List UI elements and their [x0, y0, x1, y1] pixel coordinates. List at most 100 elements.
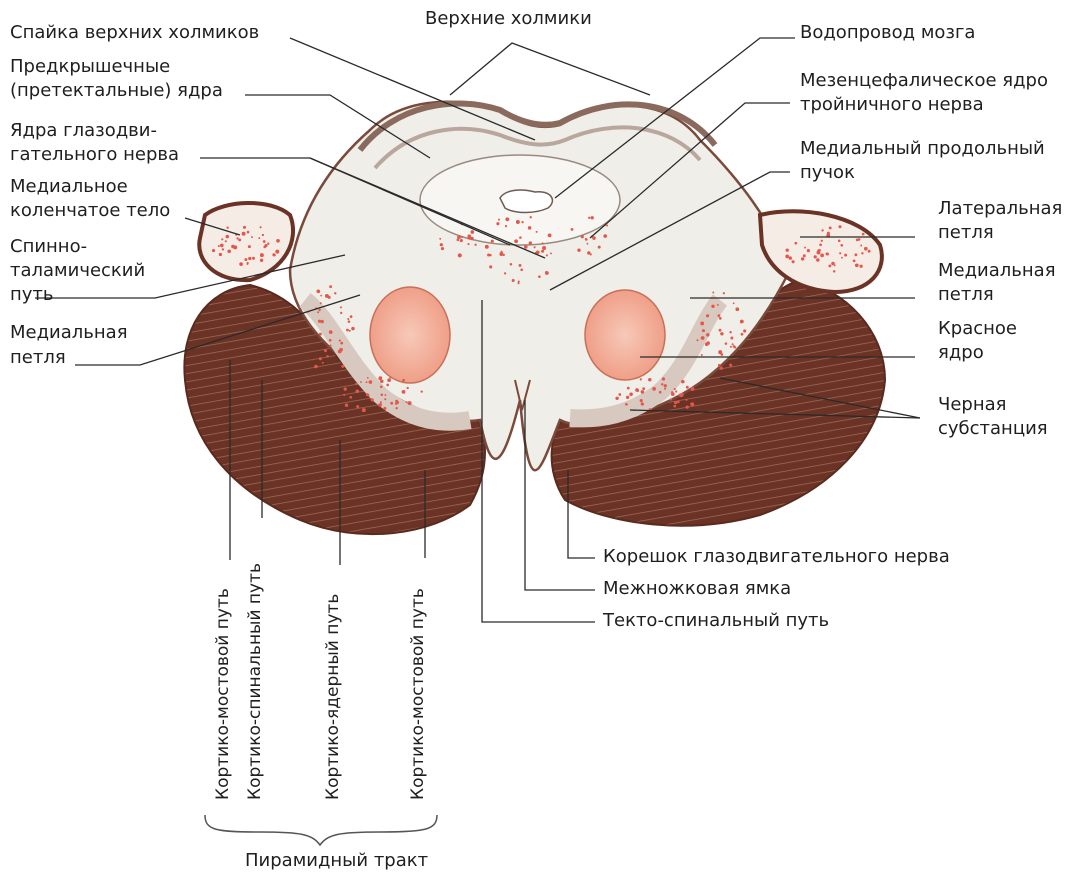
red-dot [814, 255, 817, 258]
red-dot [794, 242, 797, 245]
red-dot [674, 401, 677, 404]
red-dot [384, 398, 386, 400]
red-dot [730, 337, 733, 340]
red-dot [421, 390, 423, 392]
red-dot [356, 390, 360, 394]
red-dot [498, 219, 500, 221]
red-dot [680, 393, 684, 397]
red-dot [402, 390, 406, 394]
red-dot [349, 330, 351, 332]
red-dot [260, 226, 262, 228]
red-dot [741, 333, 744, 336]
red-dot [242, 232, 246, 236]
red-dot [640, 399, 643, 402]
red-dot [861, 252, 863, 254]
label-interpeduncular-fossa: Межножковая ямка [603, 578, 791, 600]
red-dot [367, 394, 369, 396]
red-dot [528, 226, 532, 230]
leader-superior-colliculi [450, 43, 650, 95]
red-dot [386, 384, 389, 387]
label-mesencephalic-line1: Мезенцефалическое ядро [800, 70, 1048, 92]
label-oculomotor-root: Корешок глазодвигательного нерва [603, 546, 950, 568]
red-dot [512, 279, 515, 282]
red-dot [503, 254, 505, 256]
red-dot [251, 236, 253, 238]
label-pretectal-line1: Предкрышечные [10, 56, 170, 78]
red-dot [542, 246, 546, 250]
red-dot [618, 393, 621, 396]
red-dot [319, 333, 322, 336]
red-dot [840, 244, 843, 247]
red-dot [226, 227, 228, 229]
red-dot [248, 257, 251, 260]
red-dot [685, 399, 687, 401]
red-dot [405, 401, 407, 403]
red-dot [641, 402, 644, 405]
red-dot [804, 247, 806, 249]
red-dot [487, 253, 490, 256]
red-dot [219, 253, 222, 256]
red-dot [545, 271, 549, 275]
red-dot [439, 238, 441, 240]
red-dot [322, 362, 324, 364]
red-dot [387, 378, 391, 382]
red-dot [675, 390, 677, 392]
red-dot [833, 270, 835, 272]
red-dot [380, 401, 382, 403]
red-dot [356, 405, 359, 408]
red-dot [366, 381, 368, 383]
red-dot [252, 257, 255, 260]
red-dot [706, 333, 710, 337]
red-dot [318, 320, 321, 323]
red-dot [221, 238, 223, 240]
red-dot [470, 230, 474, 234]
red-dot [690, 402, 694, 406]
red-dot [681, 380, 685, 384]
red-dot [340, 306, 342, 308]
red-dot [395, 403, 397, 405]
red-dot [220, 244, 224, 248]
red-dot [489, 265, 492, 268]
right-red-nucleus [585, 290, 665, 380]
red-dot [362, 408, 366, 412]
red-dot [222, 248, 224, 250]
red-dot [402, 379, 405, 382]
red-dot [355, 383, 357, 385]
red-dot [273, 254, 275, 256]
red-dot [260, 259, 263, 262]
red-dot [520, 268, 523, 271]
red-dot [819, 243, 822, 246]
red-dot [548, 234, 552, 238]
red-dot [529, 241, 532, 244]
red-dot [505, 217, 509, 221]
red-dot [590, 253, 592, 255]
label-spinothalamic-line2: таламический [10, 260, 145, 282]
red-dot [571, 228, 574, 231]
red-dot [686, 386, 689, 389]
red-dot [701, 354, 703, 356]
red-dot [461, 236, 463, 238]
red-dot [615, 397, 618, 400]
red-dot [719, 317, 722, 320]
red-dot [673, 405, 676, 408]
red-dot [664, 384, 667, 387]
red-dot [648, 378, 651, 381]
red-dot [803, 254, 806, 257]
red-dot [258, 237, 260, 239]
red-dot [349, 396, 352, 399]
red-dot [351, 327, 354, 330]
red-dot [380, 386, 383, 389]
red-dot [218, 245, 220, 247]
red-dot [379, 376, 382, 379]
label-lateral-lemniscus-line1: Латеральная [938, 198, 1062, 220]
red-dot [338, 350, 342, 354]
red-dot [243, 226, 246, 229]
red-dot [586, 243, 588, 245]
red-dot [839, 225, 842, 228]
label-red-nucleus-line2: ядро [938, 342, 984, 364]
label-pretectal-line2: (претектальные) ядра [10, 80, 223, 102]
red-dot [862, 233, 865, 236]
red-dot [344, 387, 347, 390]
red-dot [264, 244, 267, 247]
red-dot [460, 239, 463, 242]
